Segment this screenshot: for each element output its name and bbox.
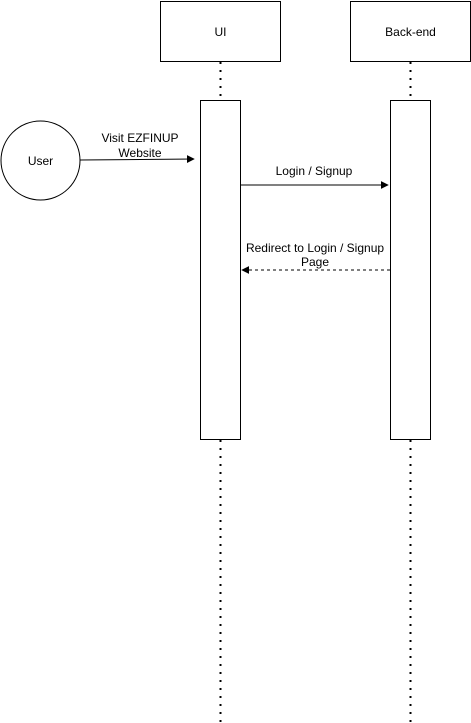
- message-visit-website: Visit EZFINUP Website: [79, 131, 195, 164]
- participant-box: [350, 1, 471, 62]
- user-circle: [0, 120, 81, 201]
- participant-label: Back-end: [385, 25, 436, 39]
- message-label-line-1: Visit EZFINUP: [101, 131, 178, 145]
- message-redirect: Redirect to Login / Signup Page: [241, 241, 390, 274]
- message-label-line-1: Redirect to Login / Signup: [246, 241, 384, 255]
- participant-box: [160, 1, 281, 62]
- message-label-line-2: Website: [118, 146, 161, 160]
- participant-label: UI: [215, 25, 227, 39]
- participant-ui: UI: [160, 1, 281, 62]
- participant-user: User: [0, 120, 81, 201]
- participant-label: User: [28, 154, 53, 168]
- backend-activation-bar: [390, 100, 431, 440]
- message-label-line-1: Login / Signup: [276, 164, 353, 178]
- message-label-line-2: Page: [301, 255, 329, 269]
- message-login-signup: Login / Signup: [241, 164, 389, 189]
- ui-activation-bar: [200, 100, 241, 440]
- participant-backend: Back-end: [350, 1, 471, 62]
- message-arrow: [79, 155, 195, 164]
